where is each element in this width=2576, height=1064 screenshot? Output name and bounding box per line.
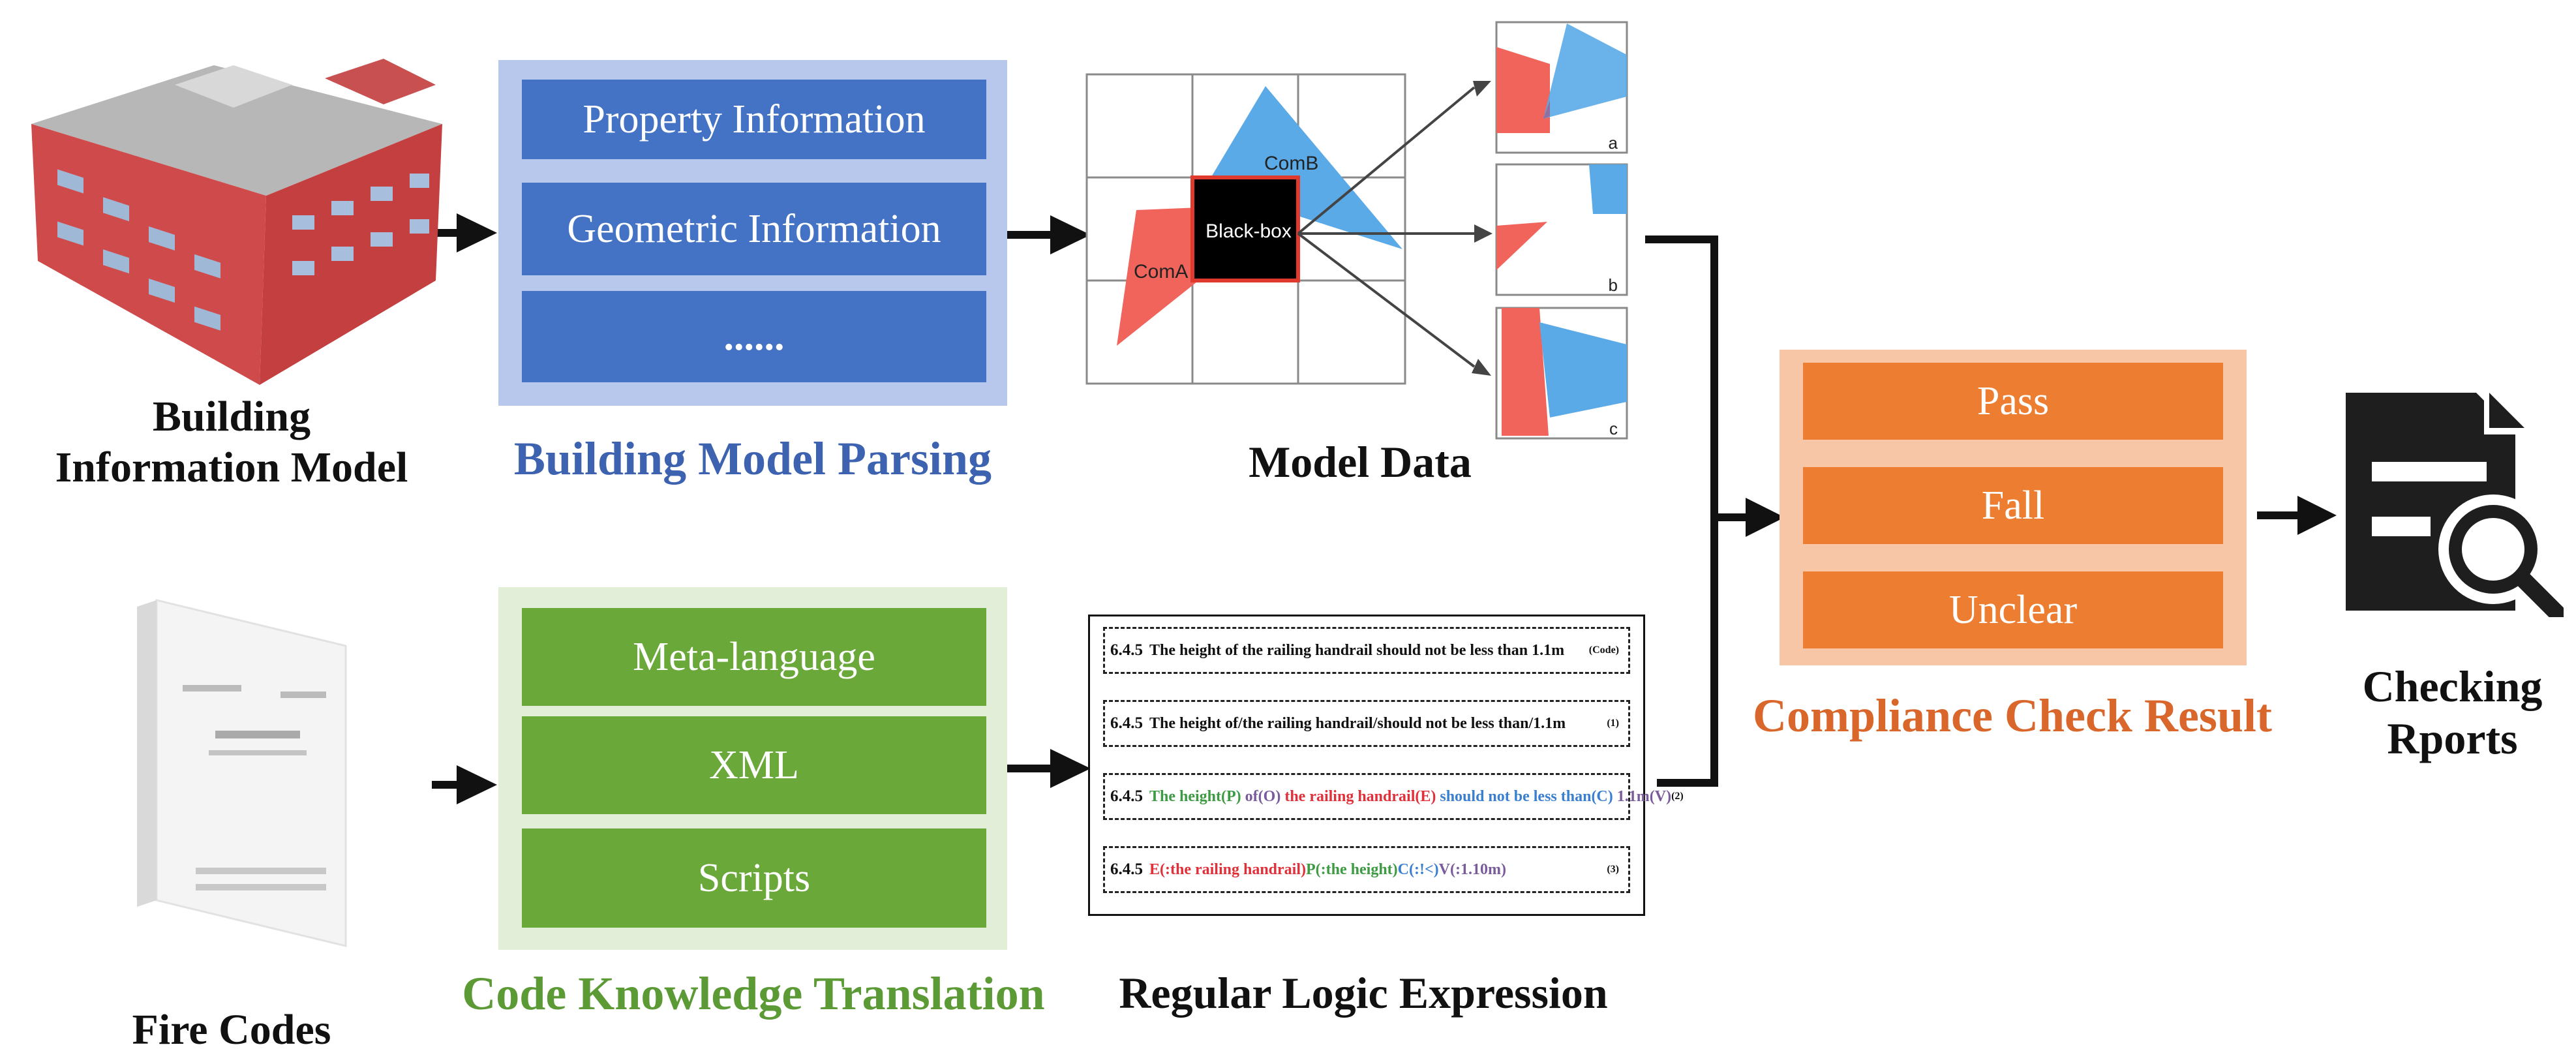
arrow-parsing-to-model-head	[1050, 215, 1091, 254]
expression-row-code-text: The height of the railing handrail shoul…	[1149, 641, 1565, 659]
expression-row-2: 6.4.5 The height(P) of(O) the railing ha…	[1103, 773, 1684, 820]
expression-row-2-operator: of(O)	[1245, 787, 1285, 805]
expression-row-3-property: P(:the height)	[1306, 860, 1398, 878]
expression-row-2-property: The height(P)	[1149, 787, 1245, 805]
expression-row-2-comparison: should not be less than(C)	[1440, 787, 1617, 805]
fire-code-document-illustration	[137, 599, 347, 947]
translation-caption: Code Knowledge Translation	[462, 967, 1045, 1020]
expression-row-2-tag: (2)	[1671, 791, 1684, 802]
building-model-illustration	[31, 59, 442, 385]
expression-row-3-number: 6.4.5	[1110, 860, 1143, 878]
arrow-translation-to-logic-head	[1050, 749, 1091, 788]
expression-row-2-number: 6.4.5	[1110, 787, 1143, 805]
unclear-box: Unclear	[1803, 571, 2223, 648]
expression-row-3-tag: (3)	[1607, 864, 1619, 875]
expression-row-3-comparison: C(:!<)	[1397, 860, 1439, 878]
component-b-shape	[1205, 86, 1402, 249]
component-a-shape	[1117, 207, 1200, 346]
expression-row-2-entity: the railing handrail(E)	[1284, 787, 1440, 805]
black-box	[1190, 175, 1300, 282]
com-b-label: ComB	[1264, 153, 1318, 174]
report-label: Checking Rports	[2329, 660, 2576, 765]
expression-row-1-tag: (1)	[1607, 718, 1619, 729]
fire-codes-label: Fire Codes	[132, 1006, 331, 1054]
expression-row-code-tag: (Code)	[1588, 645, 1619, 656]
merge-bracket	[1645, 236, 1718, 787]
parsing-ellipsis-box: ......	[522, 291, 986, 382]
arrow-result-to-report-head	[2297, 496, 2337, 535]
bim-label-line1: Building	[152, 393, 311, 440]
expression-row-3-value: V(:1.10m)	[1438, 860, 1506, 878]
arrow-codes-to-translation-head	[457, 765, 497, 804]
arrow-merge-to-result-head	[1746, 498, 1785, 537]
bim-label: Building Information Model	[7, 391, 457, 493]
geometric-information-box: Geometric Information	[522, 183, 986, 275]
bim-label-line2: Information Model	[55, 443, 408, 491]
report-label-line2: Rports	[2387, 714, 2518, 764]
expression-row-code-number: 6.4.5	[1110, 641, 1143, 659]
black-box-label: Black-box	[1205, 220, 1292, 242]
expression-row-2-value: 1.1m(V)	[1616, 787, 1672, 805]
expression-row-1-text: The height of/the railing handrail/shoul…	[1149, 714, 1566, 732]
arrow-bim-to-parsing-head	[457, 213, 497, 252]
regular-logic-frame: 6.4.5 The height of the railing handrail…	[1088, 615, 1684, 916]
xml-box: XML	[522, 716, 986, 814]
fall-box: Fall	[1803, 467, 2223, 544]
report-label-line1: Checking	[2362, 661, 2543, 711]
result-caption: Compliance Check Result	[1753, 690, 2272, 742]
pass-box: Pass	[1803, 363, 2223, 440]
view-a-label: a	[1609, 133, 1618, 153]
expression-row-code: 6.4.5 The height of the railing handrail…	[1103, 627, 1630, 674]
view-b-label: b	[1609, 275, 1618, 295]
expression-row-1-number: 6.4.5	[1110, 714, 1143, 732]
parsing-caption: Building Model Parsing	[513, 433, 992, 485]
com-a-label: ComA	[1134, 261, 1188, 282]
report-search-icon	[2346, 389, 2564, 617]
regular-logic-caption: Regular Logic Expression	[1119, 968, 1608, 1018]
view-c-label: c	[1609, 419, 1618, 438]
scripts-box: Scripts	[522, 828, 986, 928]
meta-language-box: Meta-language	[522, 608, 986, 706]
model-data-diagram: Black-box ComA ComB a b c	[1085, 21, 1628, 440]
expression-row-3: 6.4.5 E(:the railing handrail) P(:the he…	[1103, 846, 1630, 893]
property-information-box: Property Information	[522, 80, 986, 159]
expression-row-1: 6.4.5 The height of/the railing handrail…	[1103, 700, 1630, 747]
model-data-caption: Model Data	[1249, 437, 1472, 487]
expression-row-3-entity: E(:the railing handrail)	[1149, 860, 1307, 878]
